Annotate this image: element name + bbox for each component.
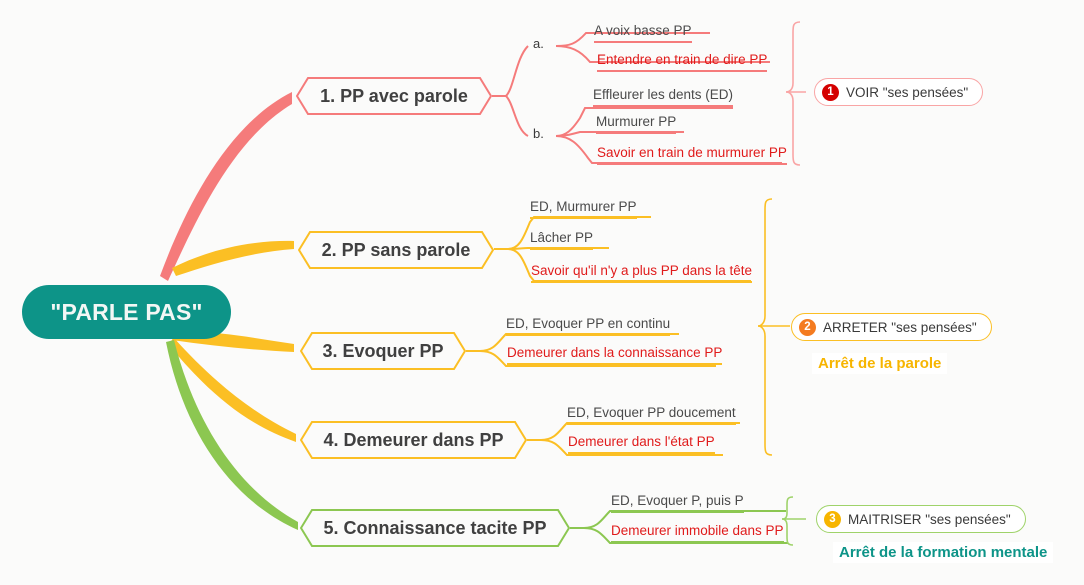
- hex-shape: [296, 77, 492, 115]
- branch-node-4[interactable]: 4. Demeurer dans PP: [300, 421, 527, 459]
- summary-node-2[interactable]: 2 ARRETER "ses pensées": [791, 313, 992, 341]
- leaf-item[interactable]: Savoir en train de murmurer PP: [597, 145, 787, 165]
- central-node[interactable]: "PARLE PAS": [22, 285, 231, 339]
- branch-node-5-label: 5. Connaissance tacite PP: [323, 517, 547, 538]
- leaf-item[interactable]: ED, Evoquer P, puis P: [611, 493, 744, 513]
- leaf-item[interactable]: Savoir qu'il n'y a plus PP dans la tête: [531, 263, 753, 283]
- leaf-item[interactable]: A voix basse PP: [594, 23, 692, 43]
- leaf-item[interactable]: Murmurer PP: [596, 114, 677, 134]
- summary-node-3[interactable]: 3 MAITRISER "ses pensées": [816, 505, 1026, 533]
- conclusion-text-1[interactable]: Arrêt de la parole: [812, 353, 948, 374]
- leaf-item[interactable]: Lâcher PP: [530, 230, 594, 250]
- branch-node-1-label: 1. PP avec parole: [320, 85, 468, 106]
- hex-shape: [300, 421, 527, 459]
- summary-node-1[interactable]: 1 VOIR "ses pensées": [814, 78, 984, 106]
- sub-marker-a: a.: [533, 36, 544, 51]
- leaf-item[interactable]: ED, Murmurer PP: [530, 199, 637, 219]
- leaf-item[interactable]: Entendre en train de dire PP: [597, 52, 768, 72]
- hex-shape: [300, 332, 466, 370]
- branch-node-2[interactable]: 2. PP sans parole: [298, 231, 494, 269]
- central-node-label: "PARLE PAS": [50, 298, 203, 325]
- hex-shape: [298, 231, 494, 269]
- summary-label-3: MAITRISER "ses pensées": [848, 511, 1011, 527]
- branch-node-2-label: 2. PP sans parole: [321, 239, 471, 260]
- leaf-item[interactable]: Effleurer les dents (ED): [593, 87, 734, 107]
- branch-node-4-label: 4. Demeurer dans PP: [323, 429, 504, 450]
- leaf-item[interactable]: ED, Evoquer PP en continu: [506, 316, 671, 336]
- summary-badge-3: 3: [824, 510, 841, 528]
- branch-node-5[interactable]: 5. Connaissance tacite PP: [300, 509, 570, 547]
- summary-badge-1: 1: [822, 83, 839, 101]
- summary-label-1: VOIR "ses pensées": [846, 84, 969, 100]
- branch-node-3[interactable]: 3. Evoquer PP: [300, 332, 466, 370]
- conclusion-text-2[interactable]: Arrêt de la formation mentale: [833, 542, 1054, 563]
- branch-node-1[interactable]: 1. PP avec parole: [296, 77, 492, 115]
- branch-node-3-label: 3. Evoquer PP: [322, 340, 444, 361]
- leaf-item[interactable]: Demeurer dans l'état PP: [568, 434, 715, 454]
- hex-shape: [300, 509, 570, 547]
- summary-badge-2: 2: [799, 318, 816, 336]
- sub-marker-b: b.: [533, 126, 544, 141]
- leaf-item[interactable]: Demeurer dans la connaissance PP: [507, 345, 723, 365]
- leaf-item[interactable]: ED, Evoquer PP doucement: [567, 405, 736, 425]
- leaf-item[interactable]: Demeurer immobile dans PP: [611, 523, 784, 543]
- summary-label-2: ARRETER "ses pensées": [823, 319, 977, 335]
